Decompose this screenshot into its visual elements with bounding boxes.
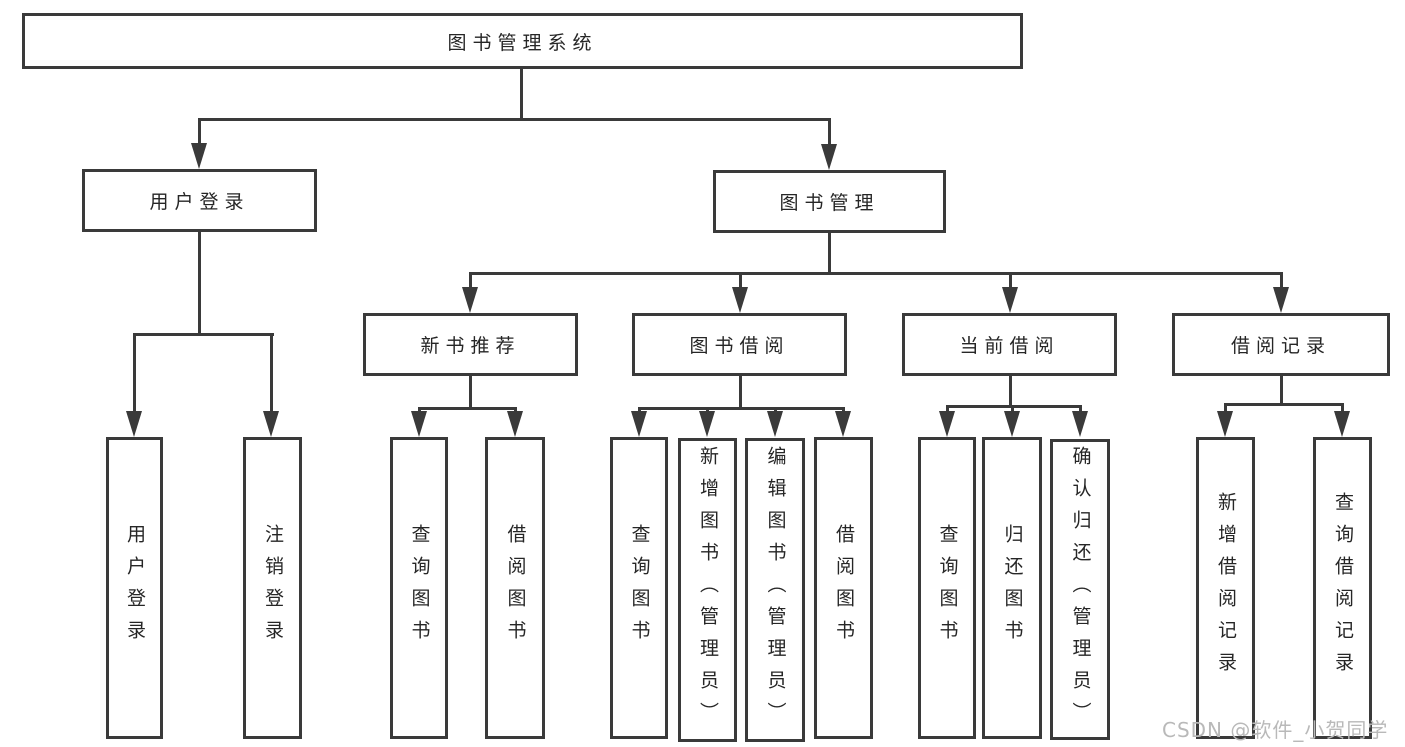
connector-line: [198, 118, 831, 121]
connector-line: [946, 405, 949, 413]
node-current-borrowing-label: 当前借阅: [959, 335, 1060, 357]
connector-arrowhead-icon: [507, 411, 523, 437]
connector-line: [946, 405, 1082, 408]
connector-line: [198, 232, 201, 335]
node-confirm-return-admin-label: 确认归还（管理员）: [1069, 445, 1092, 734]
node-user-login: 用户登录: [82, 169, 317, 232]
connector-arrowhead-icon: [1273, 287, 1289, 313]
node-query-books-2: 查询图书: [610, 437, 668, 739]
connector-line: [133, 333, 136, 413]
connector-line: [418, 407, 421, 413]
connector-arrowhead-icon: [1004, 411, 1020, 437]
node-query-books-3-label: 查询图书: [936, 524, 959, 652]
connector-line: [520, 69, 523, 120]
node-book-management: 图书管理: [713, 170, 946, 233]
node-add-borrow-record: 新增借阅记录: [1196, 437, 1255, 739]
node-logout: 注销登录: [243, 437, 302, 739]
node-return-books: 归还图书: [982, 437, 1042, 739]
connector-line: [418, 407, 517, 410]
connector-line: [739, 272, 742, 288]
connector-line: [706, 407, 709, 413]
connector-line: [270, 333, 273, 413]
connector-arrowhead-icon: [1002, 287, 1018, 313]
connector-arrowhead-icon: [126, 411, 142, 437]
connector-line: [1280, 272, 1283, 288]
connector-line: [1079, 405, 1082, 413]
node-add-book-admin-label: 新增图书（管理员）: [697, 446, 719, 734]
node-book-borrowing-label: 图书借阅: [689, 335, 790, 357]
connector-arrowhead-icon: [939, 411, 955, 437]
connector-line: [638, 407, 641, 413]
node-borrow-books-2: 借阅图书: [814, 437, 873, 739]
connector-arrowhead-icon: [263, 411, 279, 437]
connector-line: [1224, 403, 1227, 413]
connector-line: [198, 118, 201, 146]
connector-line: [739, 376, 742, 409]
connector-arrowhead-icon: [411, 411, 427, 437]
node-book-management-label: 图书管理: [779, 192, 880, 214]
connector-arrowhead-icon: [699, 411, 715, 437]
node-return-books-label: 归还图书: [1001, 524, 1024, 652]
node-new-book-recommend: 新书推荐: [363, 313, 578, 376]
connector-line: [1280, 376, 1283, 405]
node-current-borrowing: 当前借阅: [902, 313, 1117, 376]
node-edit-book-admin: 编辑图书（管理员）: [745, 438, 805, 742]
node-borrow-records-label: 借阅记录: [1230, 335, 1331, 357]
node-library-system-label: 图书管理系统: [447, 31, 598, 54]
node-borrow-books-2-label: 借阅图书: [833, 524, 855, 652]
connector-arrowhead-icon: [1334, 411, 1350, 437]
connector-arrowhead-icon: [191, 143, 207, 169]
connector-line: [1009, 272, 1012, 288]
connector-line: [1011, 405, 1014, 413]
watermark-text: CSDN @软件_小贺同学: [1162, 718, 1389, 742]
node-borrow-books-1: 借阅图书: [485, 437, 545, 739]
connector-line: [469, 272, 472, 288]
node-library-system: 图书管理系统: [22, 13, 1023, 69]
node-add-borrow-record-label: 新增借阅记录: [1215, 492, 1237, 684]
connector-line: [1224, 403, 1344, 406]
connector-line: [469, 376, 472, 409]
connector-arrowhead-icon: [462, 287, 478, 313]
connector-arrowhead-icon: [767, 411, 783, 437]
node-user-login-label: 用户登录: [149, 191, 250, 213]
node-new-book-recommend-label: 新书推荐: [420, 335, 521, 357]
connector-line: [133, 333, 274, 336]
node-query-borrow-record-label: 查询借阅记录: [1332, 492, 1354, 684]
connector-line: [774, 407, 777, 413]
node-logout-label: 注销登录: [262, 524, 284, 652]
node-query-books-2-label: 查询图书: [628, 524, 651, 652]
connector-line: [828, 233, 831, 274]
connector-arrowhead-icon: [835, 411, 851, 437]
node-query-borrow-record: 查询借阅记录: [1313, 437, 1372, 739]
connector-line: [842, 407, 845, 413]
node-user-login-leaf-label: 用户登录: [124, 524, 146, 652]
node-user-login-leaf: 用户登录: [106, 437, 163, 739]
node-edit-book-admin-label: 编辑图书（管理员）: [764, 446, 787, 734]
connector-arrowhead-icon: [732, 287, 748, 313]
connector-line: [828, 118, 831, 146]
node-book-borrowing: 图书借阅: [632, 313, 847, 376]
connector-arrowhead-icon: [631, 411, 647, 437]
connector-line: [1009, 376, 1012, 407]
node-borrow-books-1-label: 借阅图书: [504, 524, 527, 652]
node-query-books-1: 查询图书: [390, 437, 448, 739]
connector-line: [1341, 403, 1344, 413]
connector-line: [514, 407, 517, 413]
connector-arrowhead-icon: [1217, 411, 1233, 437]
connector-arrowhead-icon: [1072, 411, 1088, 437]
node-query-books-1-label: 查询图书: [408, 524, 431, 652]
node-query-books-3: 查询图书: [918, 437, 976, 739]
connector-arrowhead-icon: [821, 144, 837, 170]
connector-line: [638, 407, 845, 410]
node-confirm-return-admin: 确认归还（管理员）: [1050, 439, 1110, 740]
node-borrow-records: 借阅记录: [1172, 313, 1390, 376]
connector-line: [469, 272, 1283, 275]
node-add-book-admin: 新增图书（管理员）: [678, 438, 737, 742]
